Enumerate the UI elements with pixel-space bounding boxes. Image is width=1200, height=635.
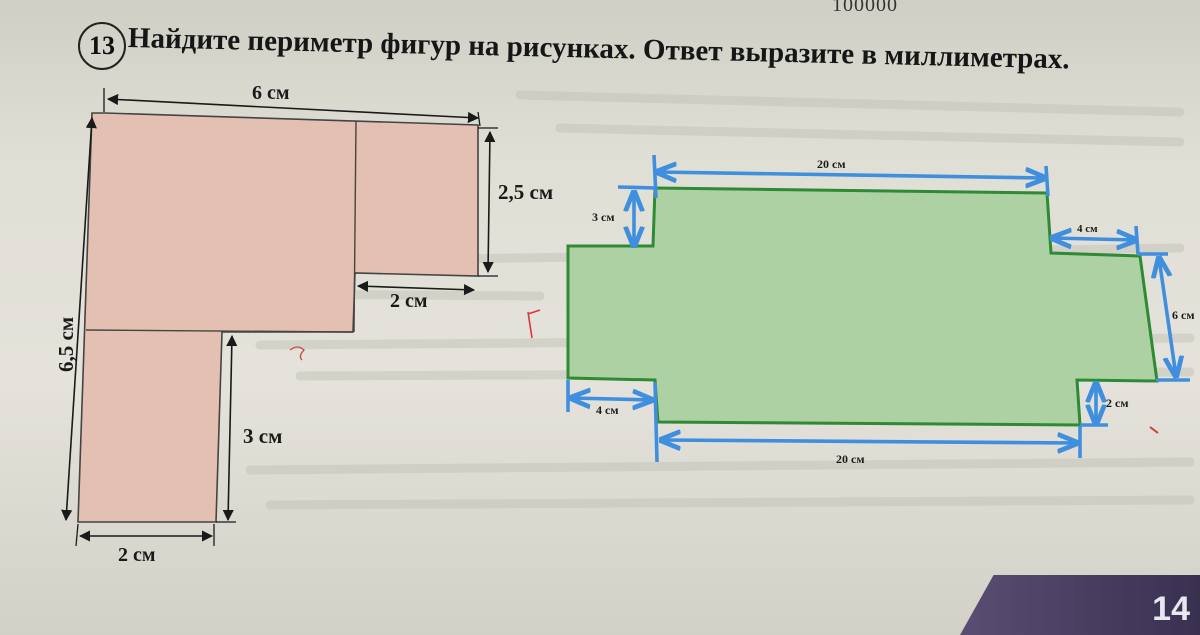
dim-line-right	[482, 130, 496, 274]
dim-label-bottom: 2 см	[118, 544, 156, 566]
dim-label-r-right-bottom: 2 см	[1106, 396, 1129, 410]
left-inner-line-vertical	[353, 120, 357, 333]
dim-line-left	[61, 116, 97, 522]
dim-line-r-right	[1159, 258, 1176, 376]
dim-line-step	[356, 280, 476, 296]
dim-label-right-top: 2,5 см	[498, 180, 553, 204]
pencil-mark-red-3	[1149, 426, 1159, 434]
dim-label-r-right-notch: 4 см	[1077, 223, 1098, 235]
page-number: 14	[1152, 590, 1190, 628]
dim-line-r-right-notch	[1052, 238, 1136, 240]
pencil-mark-red-2	[527, 309, 541, 339]
dim-label-r-left-bottom: 4 см	[596, 403, 619, 417]
dim-label-r-top: 20 см	[817, 157, 846, 171]
dim-label-leg: 3 см	[243, 424, 282, 448]
top-number: 100000	[832, 0, 898, 16]
dim-line-leg	[222, 334, 238, 522]
dim-label-r-left-notch: 3 см	[592, 210, 615, 224]
left-inner-line-horizontal	[85, 329, 354, 333]
dim-line-r-bottom	[661, 440, 1077, 443]
dim-line-r-left-bottom	[571, 398, 652, 400]
dim-label-left: 6,5 см	[54, 317, 78, 372]
page-corner-tab	[960, 575, 1200, 635]
pencil-mark-red	[289, 346, 305, 361]
dim-line-r-top	[657, 172, 1045, 178]
dim-label-r-right: 6 см	[1172, 308, 1195, 322]
dim-label-step: 2 см	[390, 290, 428, 312]
dim-line-top	[106, 93, 480, 124]
dim-label-r-bottom: 20 см	[836, 452, 865, 466]
dim-label-top: 6 см	[252, 82, 290, 104]
task-number-badge: 13	[78, 22, 126, 70]
